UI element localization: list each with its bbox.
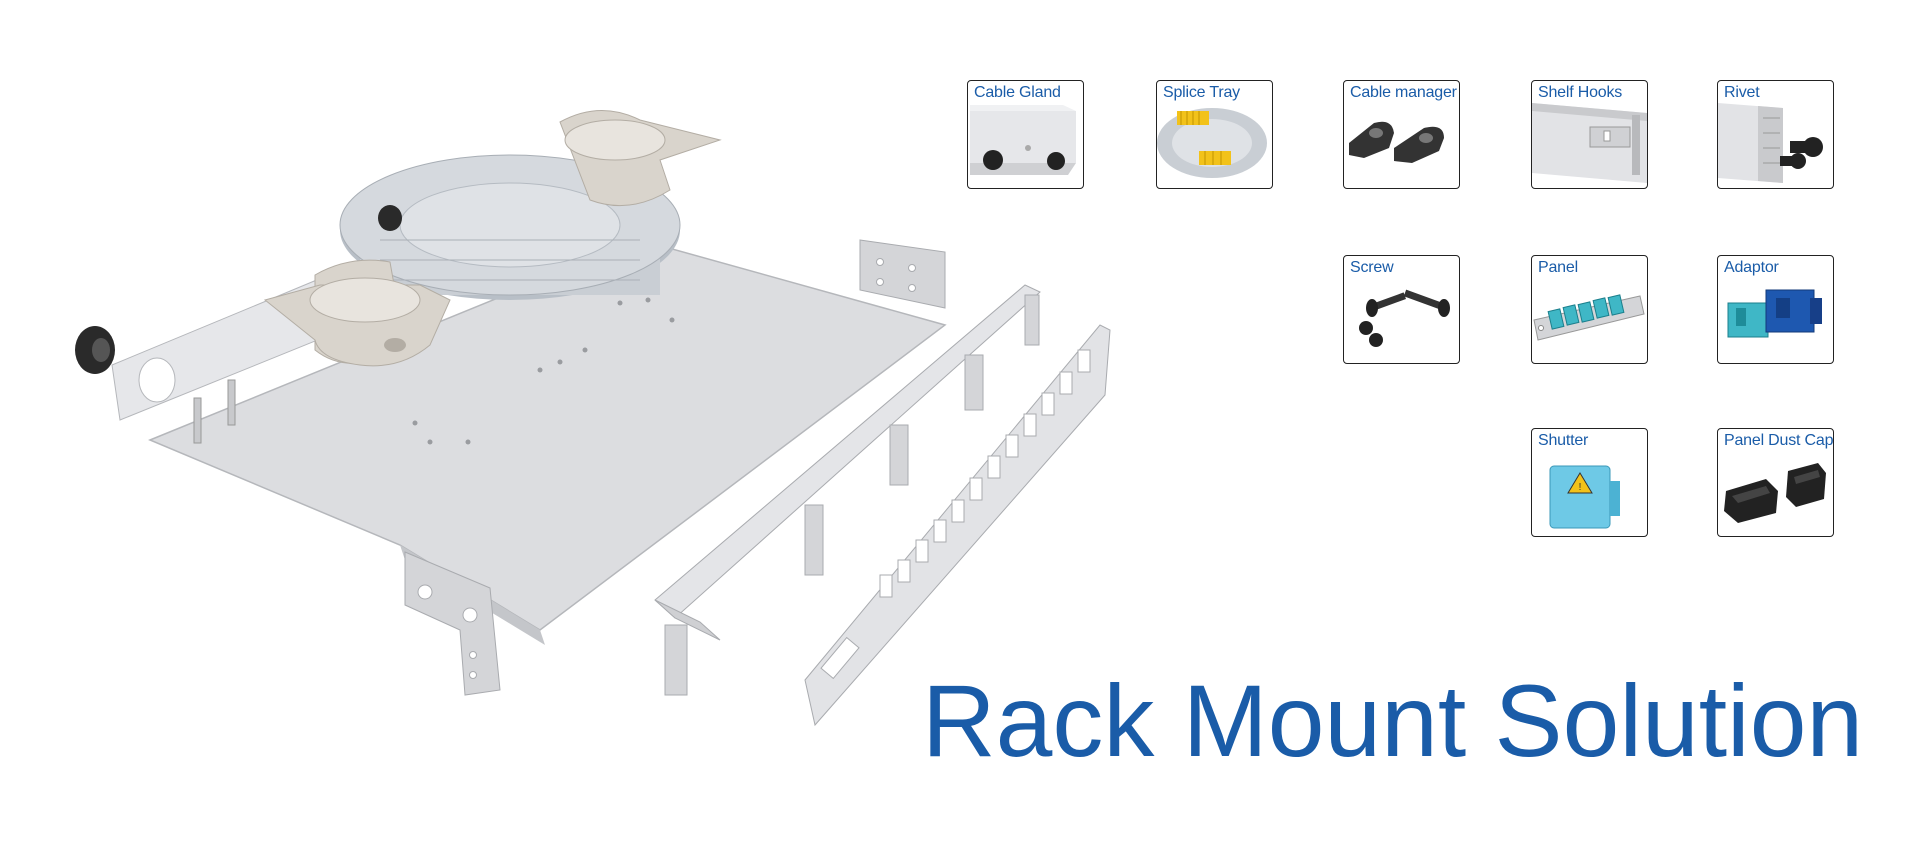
panel-dust-cap-icon bbox=[1724, 463, 1826, 523]
component-label: Cable Gland bbox=[974, 84, 1061, 101]
component-card-cable-manager[interactable]: Cable manager bbox=[1343, 80, 1460, 189]
component-card-screw[interactable]: Screw bbox=[1343, 255, 1460, 364]
component-card-rivet[interactable]: Rivet bbox=[1717, 80, 1834, 189]
component-label: Cable manager bbox=[1350, 84, 1457, 101]
component-card-adaptor[interactable]: Adaptor bbox=[1717, 255, 1834, 364]
shutter-icon: ! bbox=[1549, 465, 1620, 529]
cable-manager-icon bbox=[1349, 121, 1444, 163]
component-label: Panel bbox=[1538, 259, 1578, 276]
component-card-panel-dust-cap[interactable]: Panel Dust Cap bbox=[1717, 428, 1834, 537]
panel-icon bbox=[1533, 294, 1645, 341]
screw-icon bbox=[1359, 289, 1450, 347]
component-card-cable-gland[interactable]: Cable Gland bbox=[967, 80, 1084, 189]
component-label: Shelf Hooks bbox=[1538, 84, 1623, 101]
splice-tray-icon bbox=[1157, 108, 1267, 178]
spool-front bbox=[263, 259, 451, 367]
component-label: Screw bbox=[1350, 259, 1394, 276]
cable-gland-icon bbox=[970, 105, 1076, 175]
component-card-splice-tray[interactable]: Splice Tray bbox=[1156, 80, 1273, 189]
component-card-panel[interactable]: Panel bbox=[1531, 255, 1648, 364]
exploded-rack-mount-illustration bbox=[75, 110, 1111, 727]
rear-bracket bbox=[859, 239, 946, 309]
rivet-icon bbox=[1718, 103, 1823, 183]
adaptor-icon bbox=[1727, 289, 1822, 338]
spool-rear bbox=[559, 110, 722, 207]
component-label: Adaptor bbox=[1724, 259, 1779, 276]
page-title: Rack Mount Solution bbox=[922, 664, 1864, 778]
component-label: Panel Dust Cap bbox=[1724, 432, 1834, 449]
component-label: Shutter bbox=[1538, 432, 1589, 449]
component-label: Rivet bbox=[1724, 84, 1760, 101]
svg-text:!: ! bbox=[1579, 482, 1582, 493]
component-label: Splice Tray bbox=[1163, 84, 1240, 101]
shelf-hooks-icon bbox=[1532, 103, 1647, 183]
component-card-shutter[interactable]: Shutter ! bbox=[1531, 428, 1648, 537]
component-card-shelf-hooks[interactable]: Shelf Hooks bbox=[1531, 80, 1648, 189]
